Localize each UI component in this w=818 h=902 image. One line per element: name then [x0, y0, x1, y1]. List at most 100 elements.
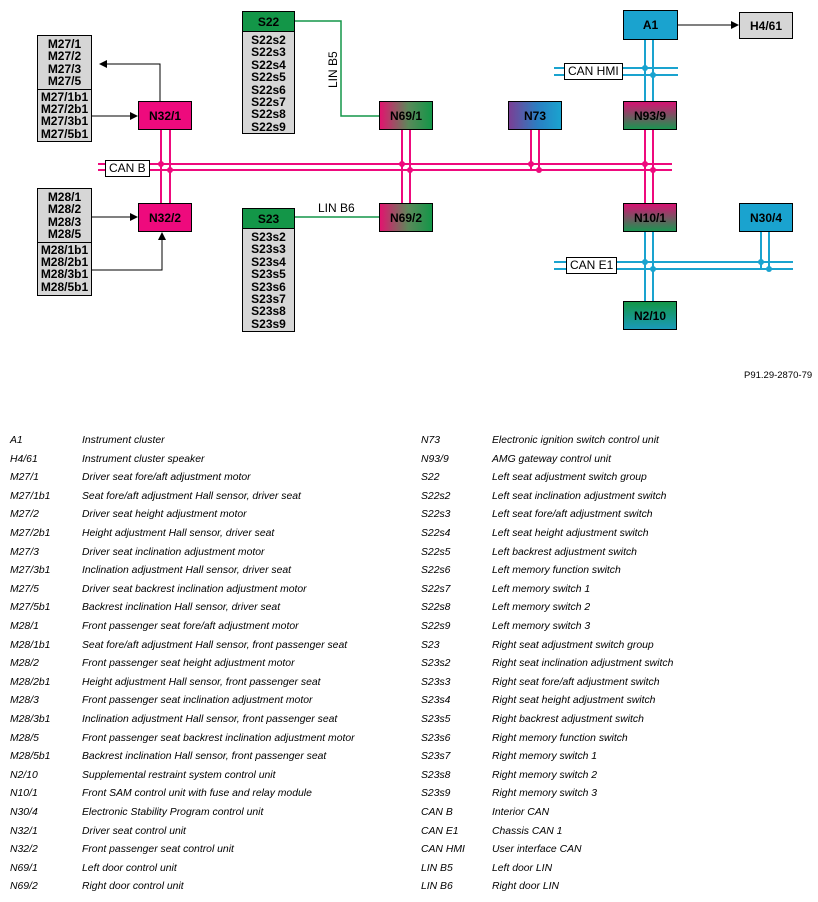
can-b-bus	[98, 128, 672, 207]
legend-description: Right seat inclination adjustment switch	[492, 658, 674, 670]
legend-description: User interface CAN	[492, 844, 582, 856]
m28-1-label: M28/1	[47, 190, 82, 204]
can-hmi-e1-junctions	[642, 65, 772, 272]
legend-description: Height adjustment Hall sensor, driver se…	[82, 528, 275, 539]
legend-description: Right memory function switch	[492, 732, 628, 744]
s22s6-label: S22s6	[251, 82, 286, 97]
legend-description: Supplemental restraint system control un…	[82, 769, 276, 781]
h4-61-block: H4/61	[739, 12, 793, 39]
legend-code: N10/1	[10, 788, 38, 800]
legend-code: S22s3	[421, 509, 451, 521]
legend-code: M28/2	[10, 658, 39, 670]
s22s4-label: S22s4	[251, 57, 286, 72]
legend-code: A1	[10, 435, 23, 446]
legend-row: N10/1 Front SAM control unit with fuse an…	[0, 788, 818, 806]
legend-code: M28/5	[10, 732, 39, 744]
m27-component-group: M27/1 M27/2 M27/3 M27/5 M27/1b1 M27/2b1 …	[37, 35, 92, 142]
can-e1-label: CAN E1	[566, 257, 618, 274]
legend-description: Left memory switch 2	[492, 602, 591, 614]
legend-code: S23s2	[421, 658, 451, 670]
s23s2-label: S23s2	[251, 230, 286, 244]
n69-2-block: N69/2	[379, 203, 433, 232]
n69-1-block: N69/1	[379, 101, 433, 130]
legend-code: M28/3b1	[10, 714, 51, 725]
m27-5b1-label: M27/5b1	[40, 126, 89, 141]
legend-row: N32/1 Driver seat control unit	[0, 826, 818, 844]
legend-description: AMG gateway control unit	[492, 453, 611, 465]
m27-2-label: M27/2	[47, 49, 82, 64]
lin-b6-label: LIN B6	[318, 201, 355, 215]
legend-row: S22s7 Left memory switch 1	[0, 584, 818, 602]
legend-description: Right door control unit	[82, 881, 184, 893]
legend-code: M28/1b1	[10, 639, 51, 651]
m28-component-group: M28/1 M28/2 M28/3 M28/5 M28/1b1 M28/2b1 …	[37, 188, 92, 296]
legend-code: M27/3	[10, 546, 39, 558]
legend-description: Left memory switch 1	[492, 583, 591, 595]
legend-description: Seat fore/aft adjustment Hall sensor, dr…	[82, 490, 301, 502]
legend-description: Electronic Stability Program control uni…	[82, 807, 264, 818]
n30-4-block: N30/4	[739, 203, 793, 232]
can-b-junctions	[158, 161, 656, 173]
legend-code: S23s8	[421, 769, 451, 781]
s23s5-label: S23s5	[251, 267, 286, 282]
legend-description: Instrument cluster speaker	[82, 453, 205, 465]
s22s7-label: S22s7	[251, 95, 286, 110]
legend-code: M27/1b1	[10, 490, 51, 502]
legend-code: M27/2	[10, 509, 39, 521]
legend-description: Front SAM control unit with fuse and rel…	[82, 788, 312, 800]
legend-code: S23s6	[421, 732, 451, 744]
legend-description: Front passenger seat inclination adjustm…	[82, 695, 313, 707]
s22s9-label: S22s9	[251, 119, 286, 134]
legend-description: Left seat height adjustment switch	[492, 528, 649, 539]
n32-2-block: N32/2	[138, 203, 192, 232]
m28-5b1-label: M28/5b1	[40, 279, 89, 294]
legend-description: Driver seat control unit	[82, 825, 186, 837]
legend-code: M28/3	[10, 695, 39, 707]
legend-code: S22s7	[421, 583, 451, 595]
legend-code: N69/2	[10, 881, 38, 893]
a1-block: A1	[623, 10, 678, 40]
legend-description: Driver seat height adjustment motor	[82, 509, 247, 521]
legend-code: M27/2b1	[10, 528, 51, 539]
signal-arrows	[92, 21, 739, 271]
can-b-label: CAN B	[105, 160, 150, 177]
legend-code: S22s4	[421, 528, 451, 539]
m28-1b1-label: M28/1b1	[40, 242, 89, 257]
m28-2b1-label: M28/2b1	[40, 255, 89, 270]
legend-code: N32/2	[10, 844, 38, 856]
legend-description: Left backrest adjustment switch	[492, 546, 637, 558]
s23s8-label: S23s8	[251, 304, 286, 319]
s22s5-label: S22s5	[251, 70, 286, 85]
legend-row: S22s4 Left seat height adjustment switch	[0, 528, 818, 546]
s23s7-label: S23s7	[251, 292, 286, 307]
legend-description: Front passenger seat control unit	[82, 844, 234, 856]
m27-3-label: M27/3	[47, 61, 82, 76]
m27-2b1-label: M27/2b1	[40, 102, 89, 117]
legend-description: Backrest inclination Hall sensor, driver…	[82, 602, 281, 614]
legend-description: Left door control unit	[82, 862, 177, 874]
legend-code: CAN E1	[421, 825, 459, 837]
legend-description: Right seat height adjustment switch	[492, 695, 656, 707]
legend-row: M28/3 Front passenger seat inclination ad…	[0, 695, 818, 713]
legend-code: CAN B	[421, 807, 453, 818]
legend-description: Right memory switch 2	[492, 769, 598, 781]
legend-code: N32/1	[10, 825, 38, 837]
